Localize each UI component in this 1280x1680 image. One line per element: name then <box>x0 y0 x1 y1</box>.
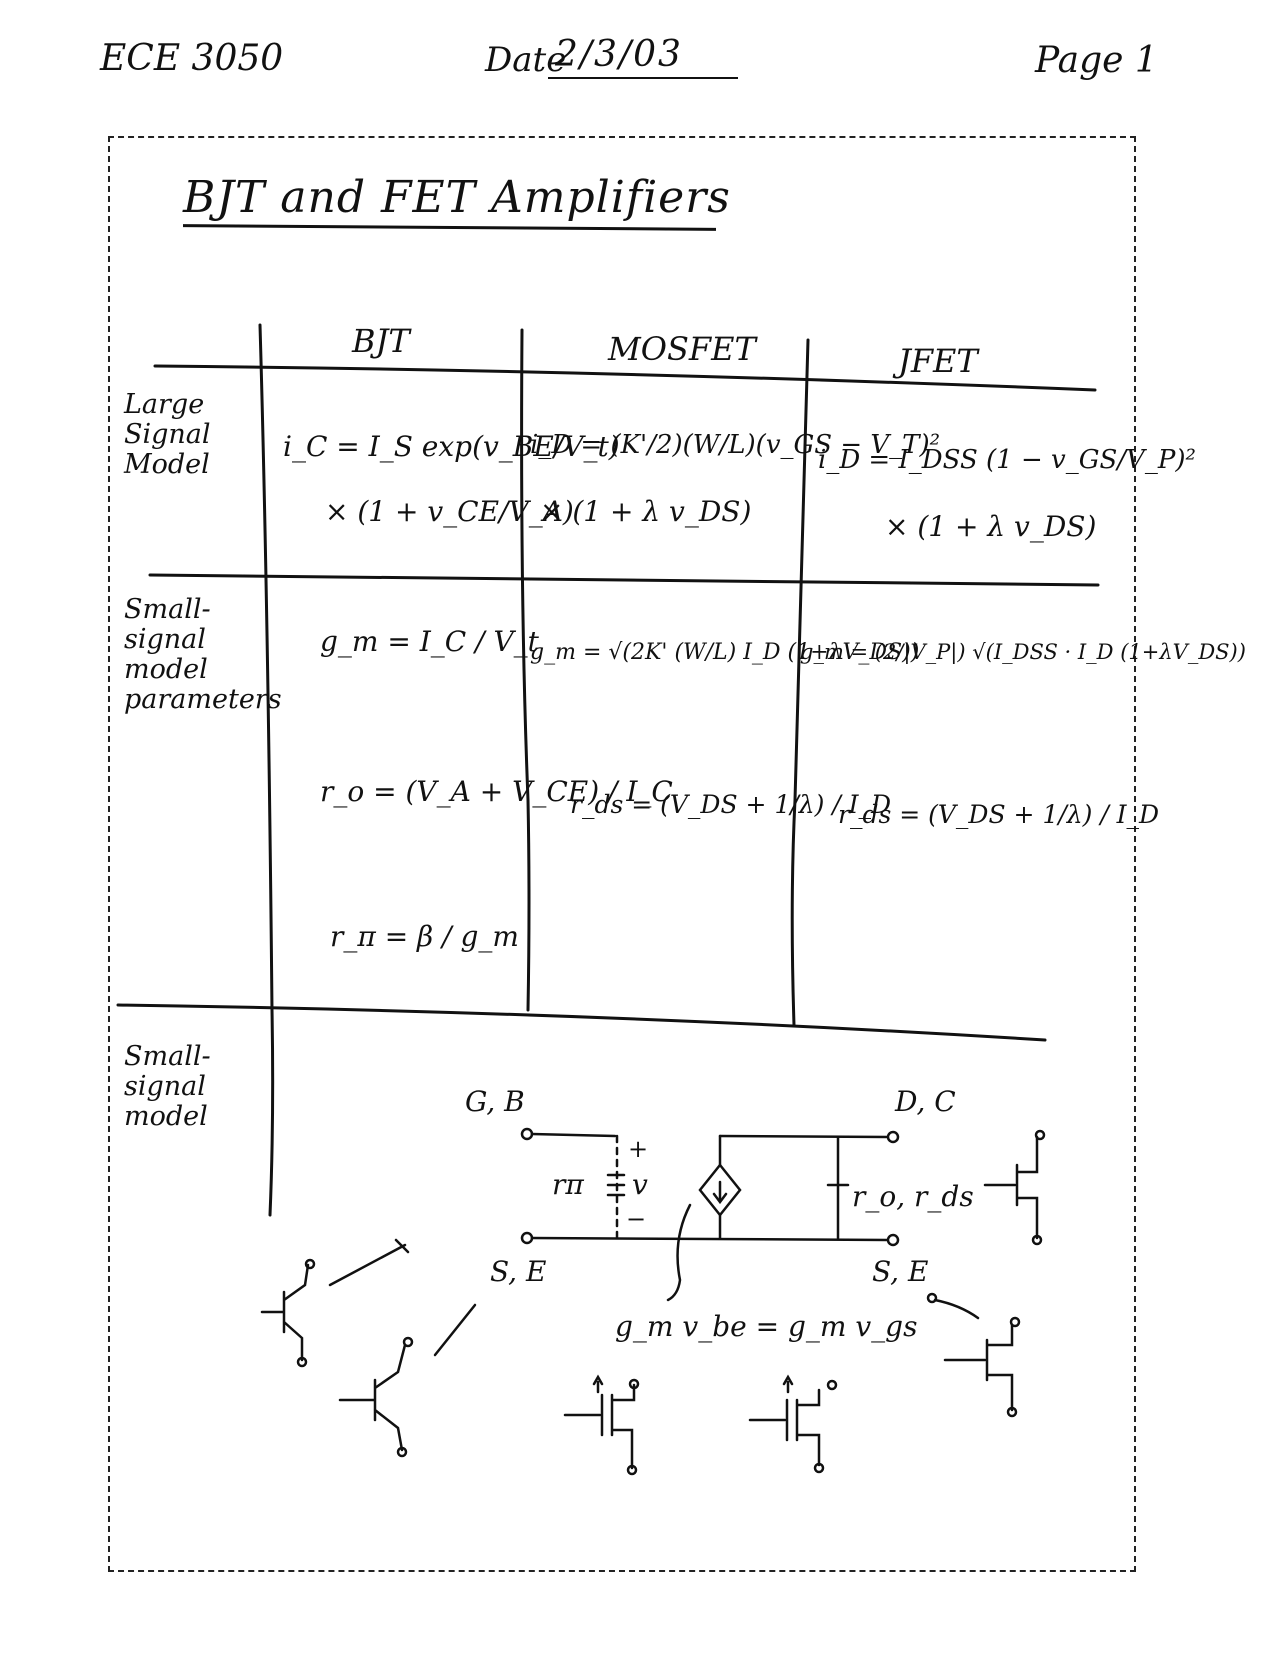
col3-divider <box>790 338 810 1027</box>
column-header-jfet: JFET <box>898 342 978 380</box>
bjt-large-signal-eq-factor: × (1 + v_CE/V_A) <box>325 495 574 528</box>
small-signal-circuit <box>520 1127 900 1302</box>
header-row-divider <box>153 364 1097 392</box>
jfet-large-signal-eq: i_D = I_DSS (1 − v_GS/V_P)² <box>818 445 1196 475</box>
column-header-mosfet: MOSFET <box>608 330 756 368</box>
row-label-small-signal-model: Small-signal model <box>124 1041 211 1132</box>
transconductance-equation: g_m v_be = g_m v_gs <box>615 1310 918 1343</box>
mosfet-large-signal-eq-factor: × (1 + λ v_DS) <box>540 495 752 528</box>
jfet-rds-eq: r_ds = (V_DS + 1/λ) / I_D <box>838 800 1160 829</box>
mosfet-gm-eq: g_m = √(2K' (W/L) I_D (1+λV_DS)) <box>530 640 920 665</box>
node-drain-collector: D, C <box>895 1085 956 1118</box>
column-header-bjt: BJT <box>352 322 410 360</box>
row-label-small-signal-params: Small-signal model parameters <box>124 594 282 715</box>
row-label-large-signal: Large Signal Model <box>124 389 211 480</box>
jfet-gm-eq: g_m = (2/|V_P|) √(I_DSS · I_D (1+λV_DS)) <box>800 640 1246 664</box>
ro-rds-label: r_o, r_ds <box>852 1180 974 1213</box>
node-source-emitter-right: S, E <box>872 1255 929 1288</box>
note-frame <box>108 136 1136 1572</box>
jfet-large-signal-eq-factor: × (1 + λ v_DS) <box>885 510 1097 543</box>
mosfet-rds-eq: r_ds = (V_DS + 1/λ) / I_D <box>570 790 892 819</box>
bjt-large-signal-eq: i_C = I_S exp(v_BE/V_t) <box>283 430 620 463</box>
page-number: Page 1 <box>1035 40 1158 81</box>
transistor-sketches <box>260 1129 1046 1476</box>
row2-divider <box>116 1003 1047 1042</box>
date-value: 2/3/03 <box>555 34 683 75</box>
bjt-ro-eq: r_o = (V_A + V_CE) / I_C <box>320 775 673 808</box>
bjt-rpi-eq: r_π = β / g_m <box>330 920 519 953</box>
node-source-emitter-left: S, E <box>490 1255 547 1288</box>
course-code: ECE 3050 <box>100 38 284 79</box>
col2-divider <box>520 328 531 1012</box>
date-label: Date <box>485 40 567 80</box>
minus-sign: − <box>626 1205 647 1233</box>
page-title: BJT and FET Amplifiers <box>183 172 731 223</box>
v-label: v <box>632 1168 648 1201</box>
mosfet-large-signal-eq: i_D = (K'/2)(W/L)(v_GS − V_T)² <box>530 430 941 460</box>
r-pi-label: rπ <box>552 1168 584 1201</box>
date-underline <box>548 77 738 79</box>
col1-divider <box>258 323 275 1217</box>
node-gate-base: G, B <box>465 1085 525 1118</box>
row1-divider <box>148 573 1100 587</box>
plus-sign: + <box>628 1135 649 1163</box>
bjt-gm-eq: g_m = I_C / V_t <box>320 625 539 658</box>
